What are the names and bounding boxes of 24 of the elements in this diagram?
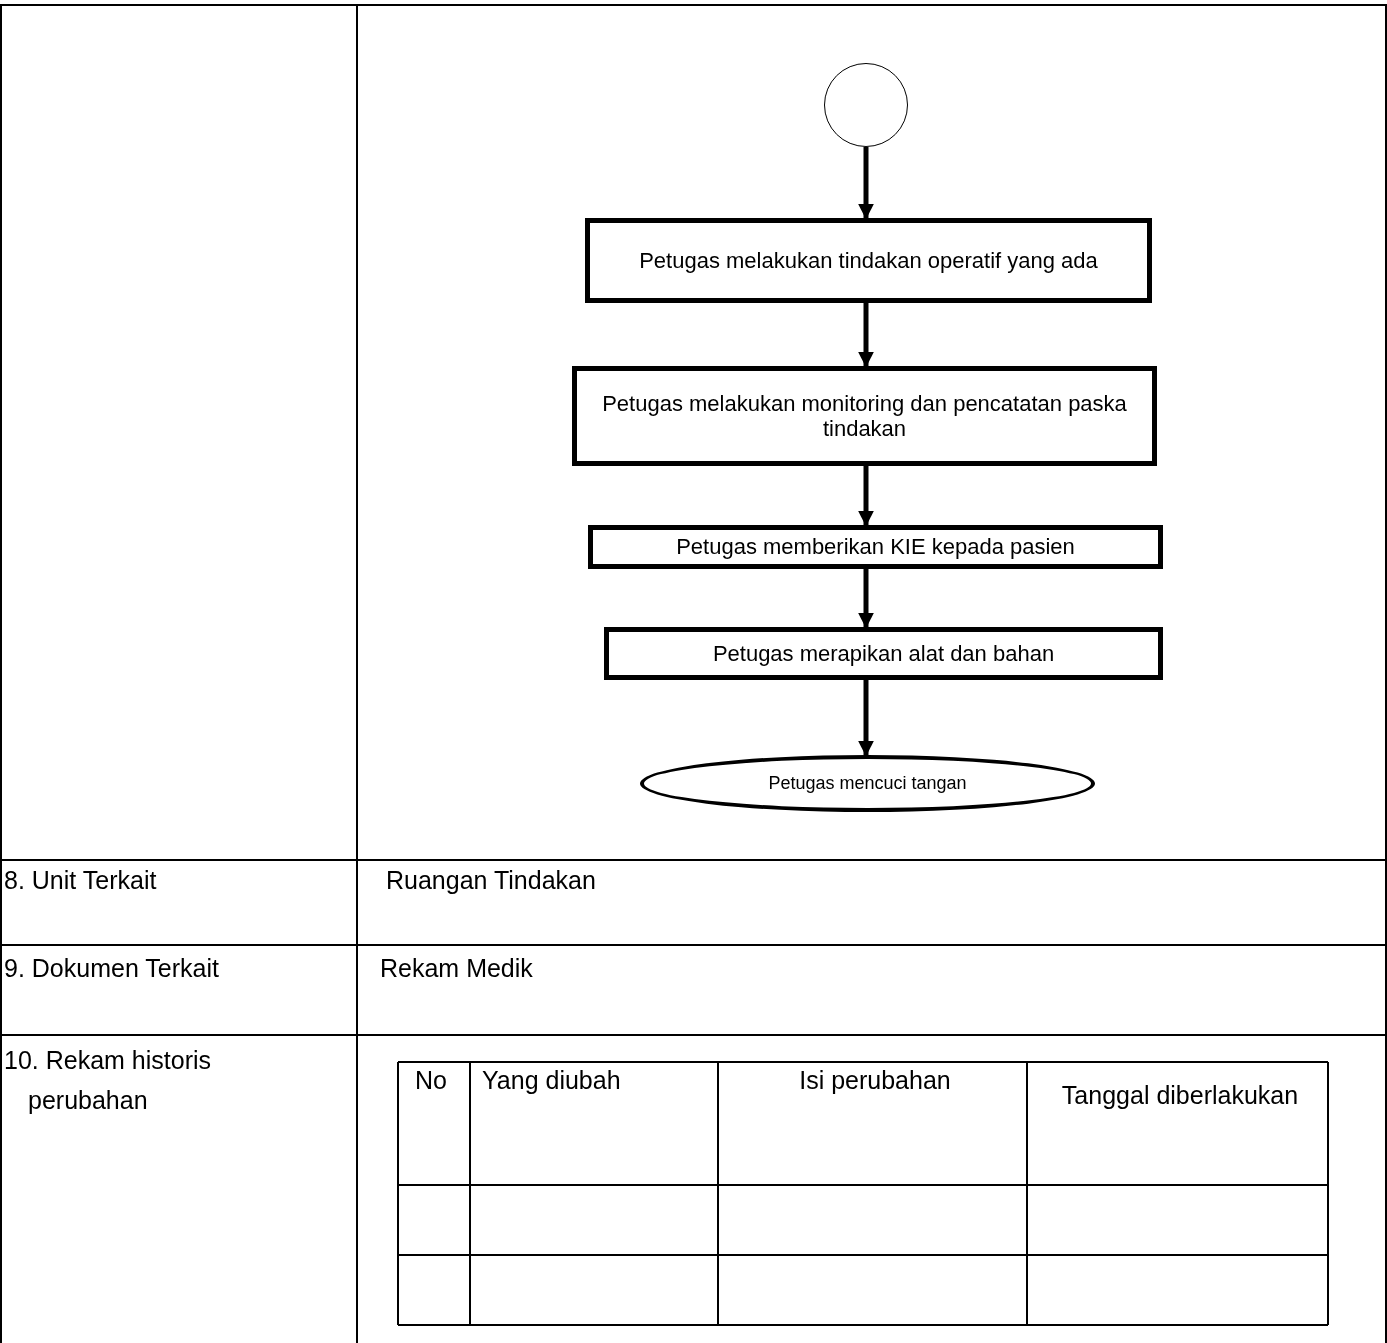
column-header: No [415, 1065, 448, 1096]
column-header: Isi perubahan [798, 1065, 952, 1096]
row-heading: 10. Rekam historis perubahan [4, 1045, 213, 1116]
step-text: Petugas mencuci tangan [768, 773, 967, 794]
row-heading: 8. Unit Terkait [4, 865, 158, 896]
step-text: Petugas merapikan alat dan bahan [712, 640, 1055, 667]
step-text: Petugas melakukan tindakan operatif yang ada [639, 247, 1098, 274]
row-heading: 9. Dokumen Terkait [4, 953, 220, 984]
cell-text: Rekam Medik [380, 953, 534, 984]
process-box [604, 627, 1163, 680]
step-text: Petugas melakukan monitoring dan pencatatan paska tindakan [601, 390, 1128, 442]
process-box [572, 366, 1157, 466]
arrow [858, 303, 874, 368]
process-box [588, 525, 1163, 569]
process-box [585, 218, 1152, 303]
column-header: Tanggal diberlakukan [1060, 1080, 1300, 1111]
end-ellipse [640, 755, 1095, 812]
arrow [858, 680, 874, 757]
cell-text: Ruangan Tindakan [386, 865, 597, 896]
column-header: Yang diubah [482, 1065, 622, 1096]
step-text: Petugas memberikan KIE kepada pasien [676, 534, 1075, 560]
arrow [858, 569, 874, 629]
arrow [858, 466, 874, 527]
arrow [858, 147, 874, 220]
